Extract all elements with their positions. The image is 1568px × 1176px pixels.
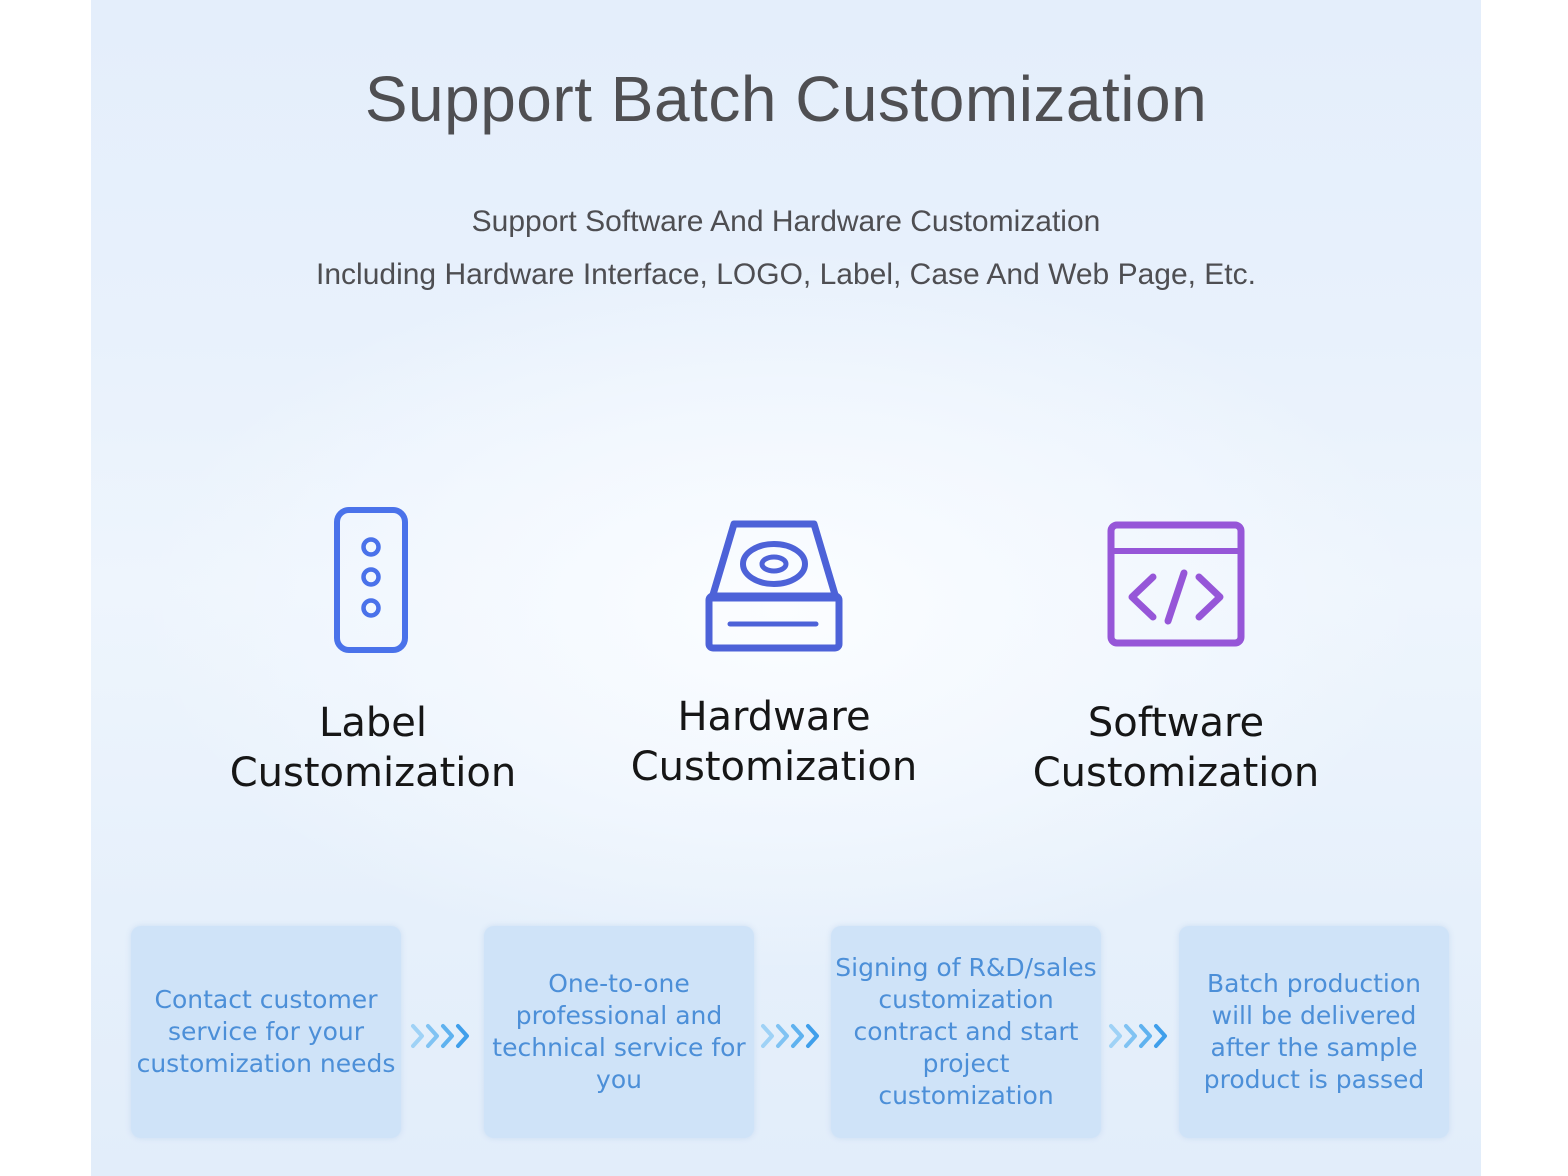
feature-software-customization: Software Customization [1006, 520, 1346, 798]
feature-hardware-customization: Hardware Customization [604, 518, 944, 792]
process-step-text: Signing of R&D/sales customization contr… [835, 953, 1097, 1110]
feature-label: Hardware Customization [604, 692, 944, 792]
chevron-right-arrows-icon [761, 1024, 819, 1048]
feature-label-line1: Label [319, 700, 427, 746]
feature-label-line1: Software [1087, 700, 1265, 746]
process-step-batch-production: Batch production will be delivered after… [1179, 926, 1449, 1138]
process-step-contact: Contact customer service for your custom… [131, 926, 401, 1138]
feature-label-line1: Hardware [677, 694, 871, 740]
process-step-contract: Signing of R&D/sales customization contr… [831, 926, 1101, 1138]
feature-label: Label Customization [203, 698, 543, 798]
customization-section: Support Batch Customization Support Soft… [91, 0, 1481, 1176]
feature-label-customization: Label Customization [203, 506, 543, 798]
feature-label: Software Customization [1006, 698, 1346, 798]
hard-drive-icon [705, 520, 843, 652]
section-subtitle-line2: Including Hardware Interface, LOGO, Labe… [316, 258, 1256, 291]
process-step-text: Batch production will be delivered after… [1203, 969, 1425, 1094]
code-window-icon [1107, 521, 1245, 647]
chevron-right-arrows-icon [411, 1024, 469, 1048]
process-step-consultation: One-to-one professional and technical se… [484, 926, 754, 1138]
feature-label-line2: Customization [630, 744, 918, 790]
section-subtitle-line1: Support Software And Hardware Customizat… [471, 205, 1101, 238]
feature-label-line2: Customization [229, 750, 517, 796]
feature-label-line2: Customization [1032, 750, 1320, 796]
section-title: Support Batch Customization [364, 63, 1208, 135]
process-step-text: One-to-one professional and technical se… [492, 969, 746, 1094]
chevron-right-arrows-icon [1109, 1024, 1167, 1048]
label-tag-icon [334, 507, 408, 653]
process-step-text: Contact customer service for your custom… [136, 985, 396, 1078]
